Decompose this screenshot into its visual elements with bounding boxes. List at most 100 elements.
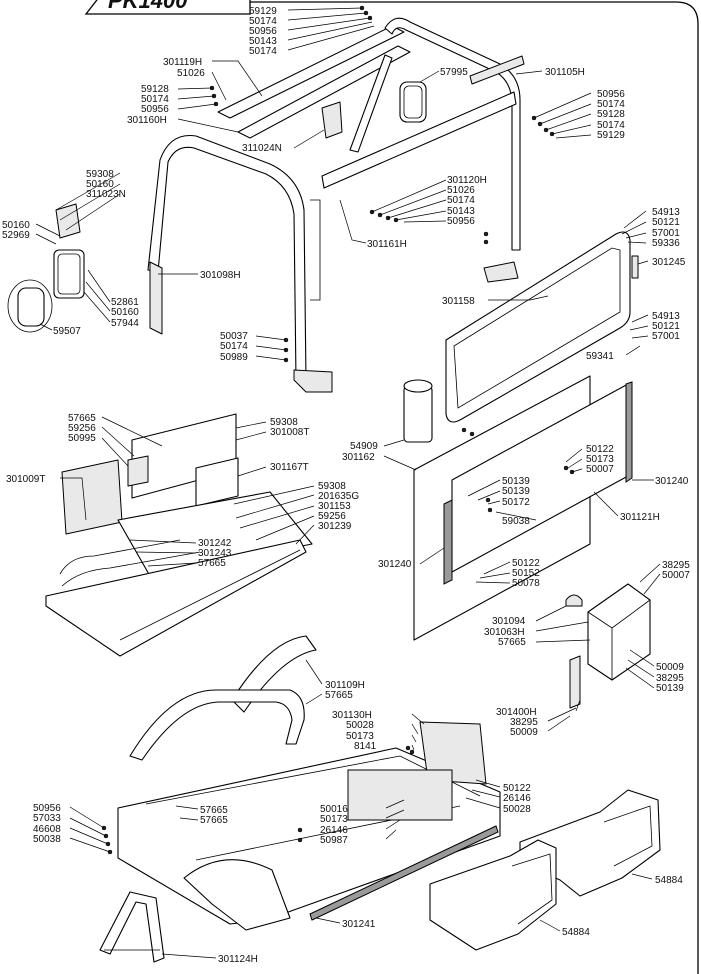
roof-cage-group	[7, 5, 639, 423]
part-label: 301119H	[163, 57, 202, 68]
part-label: 301121H	[620, 512, 660, 523]
side-rail-301240-left	[443, 499, 453, 585]
part-label: 59507	[53, 326, 81, 337]
part-label: 301009T	[6, 474, 45, 485]
part-label: 50160	[2, 220, 30, 231]
front-guard-301124h	[99, 891, 165, 963]
mirror-glass-59507	[17, 287, 45, 327]
seat-54884-left	[429, 839, 557, 951]
part-label: 50174	[220, 341, 248, 352]
part-label: 301243	[198, 548, 232, 559]
front-hoop-base	[293, 369, 333, 393]
part-label: 301162	[342, 452, 375, 463]
part-label: 38295	[662, 560, 690, 571]
part-label: 57665	[198, 558, 226, 569]
part-label: 50174	[249, 46, 277, 57]
part-label: 52969	[2, 230, 30, 241]
part-label: 59308	[86, 169, 114, 180]
part-label: 301105H	[545, 67, 585, 78]
part-label: 59308	[270, 417, 298, 428]
part-label: 57665	[325, 690, 353, 701]
dash-floor-group	[45, 413, 313, 657]
battery-box-301063h	[587, 583, 651, 681]
part-label: 311024N	[242, 143, 282, 154]
rear-fender	[183, 859, 291, 931]
part-label: 50172	[502, 497, 530, 508]
part-label: 50122	[503, 783, 531, 794]
part-label: 57001	[652, 228, 680, 239]
part-label: 50121	[652, 217, 680, 228]
part-label: 26146	[320, 825, 348, 836]
part-label: 301120H	[447, 175, 487, 186]
leader-lines	[35, 7, 661, 959]
actuator-54909	[403, 385, 433, 443]
battery-box-group	[565, 583, 651, 709]
part-label: 59129	[249, 6, 277, 17]
part-label: 59129	[597, 130, 625, 141]
part-label: 59038	[502, 516, 530, 527]
part-label: 50987	[320, 835, 348, 846]
part-label: 301063H	[484, 627, 525, 638]
part-label: 50173	[346, 731, 374, 742]
part-label: 301130H	[332, 710, 372, 721]
rear-crossbar-301120h	[321, 91, 517, 189]
part-label: 301008T	[270, 427, 309, 438]
part-label: 301158	[442, 296, 475, 307]
roof-rail-301160h	[237, 45, 411, 139]
part-label: 50173	[320, 814, 348, 825]
windshield-301158	[445, 231, 631, 423]
part-label: 301160H	[127, 115, 167, 126]
part-label: 50037	[220, 331, 248, 342]
part-label: 50007	[662, 570, 690, 581]
part-label: 38295	[656, 673, 684, 684]
part-label: 50956	[447, 216, 475, 227]
part-label: 311023N	[86, 189, 126, 200]
page-frame	[250, 1, 699, 974]
part-number-labels: 59129 50174 50956 50143 50174 301119H 51…	[2, 6, 690, 965]
part-label: 301240	[655, 476, 689, 487]
part-label: 54913	[652, 311, 680, 322]
part-label: 50143	[447, 206, 475, 217]
part-label: 50009	[510, 727, 538, 738]
part-label: 57665	[200, 815, 228, 826]
part-label: 50007	[586, 464, 614, 475]
rear-wall-group	[403, 375, 633, 641]
part-label: 50173	[586, 454, 614, 465]
part-label: 50078	[512, 578, 540, 589]
part-label: 301161H	[367, 239, 407, 250]
part-label: 50122	[586, 444, 614, 455]
part-label: 57665	[200, 805, 228, 816]
dash-insert-301167t	[195, 457, 239, 507]
part-label: 50174	[597, 99, 625, 110]
part-label: 38295	[510, 717, 538, 728]
part-label: 50121	[652, 321, 680, 332]
part-label: 301098H	[200, 270, 241, 281]
part-label: 50160	[86, 179, 114, 190]
part-label: 301240	[378, 559, 412, 570]
pedal-box	[127, 455, 149, 487]
part-label: 50139	[656, 683, 684, 694]
seat-frame-bar	[129, 689, 305, 761]
part-label: 50143	[249, 36, 277, 47]
part-label: 46608	[33, 824, 61, 835]
part-label: 59128	[141, 84, 169, 95]
part-label: 301109H	[325, 680, 365, 691]
part-label: 50989	[220, 352, 248, 363]
part-label: 201635G	[318, 491, 359, 502]
mirror-bracket-311023n	[55, 203, 81, 239]
part-label: 50016	[320, 804, 348, 815]
side-mirror-57944	[53, 249, 85, 299]
floor-tray-301239	[45, 539, 307, 657]
part-label: 54884	[562, 927, 590, 938]
part-label: 50956	[141, 104, 169, 115]
part-label: 301242	[198, 538, 232, 549]
part-label: 52861	[111, 297, 139, 308]
part-label: 59256	[68, 423, 96, 434]
side-rail-301240-right	[625, 381, 633, 483]
part-label: 301400H	[496, 707, 537, 718]
part-label: 301245	[652, 257, 686, 268]
bracket-301400h	[569, 655, 581, 709]
bracket-301094	[565, 594, 583, 607]
part-label: 50995	[68, 433, 96, 444]
